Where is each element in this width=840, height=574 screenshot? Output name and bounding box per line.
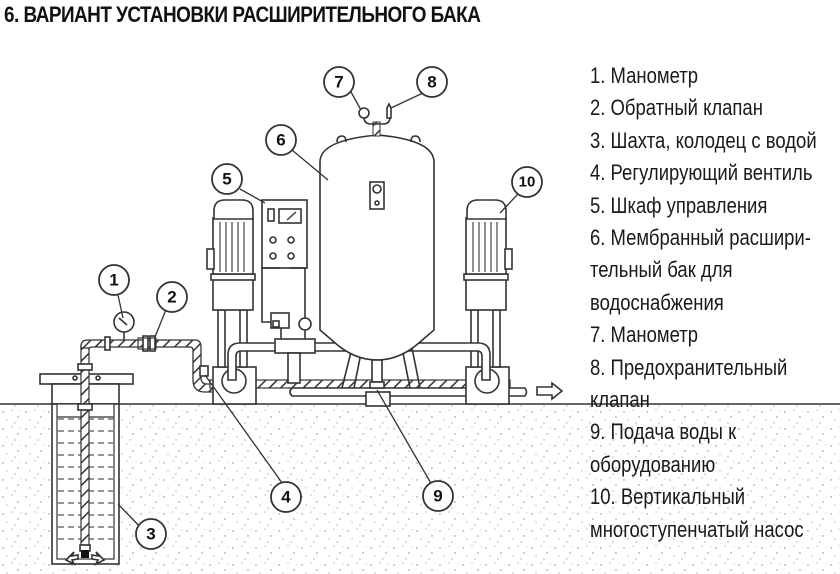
legend-item-4: 4. Регулирующий вентиль [590, 160, 813, 186]
callout-8: 8 [416, 66, 448, 98]
legend-list: 1. Манометр 2. Обратный клапан 3. Шахта,… [590, 60, 817, 546]
right-pump [463, 199, 513, 405]
svg-text:7: 7 [334, 73, 343, 92]
ground-soil [0, 404, 840, 574]
callout-3: 3 [135, 518, 167, 550]
legend-item-3: 3. Шахта, колодец с водой [590, 127, 817, 153]
callout-9: 9 [422, 480, 454, 512]
left-pump [206, 199, 257, 405]
manometer-7-gauge [358, 107, 370, 119]
legend-item-6-line1: 6. Мембранный расшири- [590, 225, 811, 251]
svg-text:9: 9 [433, 487, 442, 506]
callout-7: 7 [323, 66, 355, 98]
svg-text:8: 8 [427, 73, 436, 92]
callout-1: 1 [98, 264, 130, 296]
inflow-arrow-right [91, 551, 106, 566]
legend-item-8-line1: 8. Предохранительный [590, 354, 788, 380]
legend-item-10-line2: многоступенчатый насос [590, 516, 804, 542]
expansion-tank [319, 102, 435, 389]
legend-item-9-line1: 9. Подача воды к [590, 419, 737, 445]
control-cabinet [261, 199, 312, 339]
legend-item-1: 1. Манометр [590, 63, 699, 88]
legend-item-10-line1: 10. Вертикальный [590, 484, 746, 510]
water-level-dashes [58, 418, 113, 540]
legend-item-6-line2: тельный бак для [590, 257, 733, 283]
legend-item-5: 5. Шкаф управления [590, 192, 768, 218]
diagram-title: 6. ВАРИАНТ УСТАНОВКИ РАСШИРИТЕЛЬНОГО БАК… [4, 2, 481, 27]
legend-item-6-line3: водоснабжения [590, 289, 724, 315]
flow-direction-arrow [536, 381, 564, 401]
legend-item-2: 2. Обратный клапан [590, 95, 763, 121]
svg-text:3: 3 [146, 525, 155, 544]
legend-item-7: 7. Манометр [590, 322, 699, 348]
callout-5: 5 [211, 163, 243, 195]
callout-10: 10 [511, 166, 543, 198]
svg-text:5: 5 [222, 170, 231, 189]
legend-item-9-line2: оборудованию [590, 451, 716, 477]
safety-valve-8 [386, 102, 392, 119]
callout-6: 6 [265, 124, 297, 156]
well-riser-pipe [80, 344, 90, 546]
callout-4: 4 [270, 481, 302, 513]
svg-text:1: 1 [109, 271, 118, 290]
svg-text:4: 4 [281, 488, 291, 507]
svg-text:6: 6 [276, 131, 285, 150]
callout-2: 2 [156, 281, 188, 313]
inflow-arrow-left [64, 551, 79, 566]
svg-text:2: 2 [167, 288, 176, 307]
legend-item-8-line2: клапан [590, 387, 650, 413]
svg-text:10: 10 [519, 174, 536, 191]
